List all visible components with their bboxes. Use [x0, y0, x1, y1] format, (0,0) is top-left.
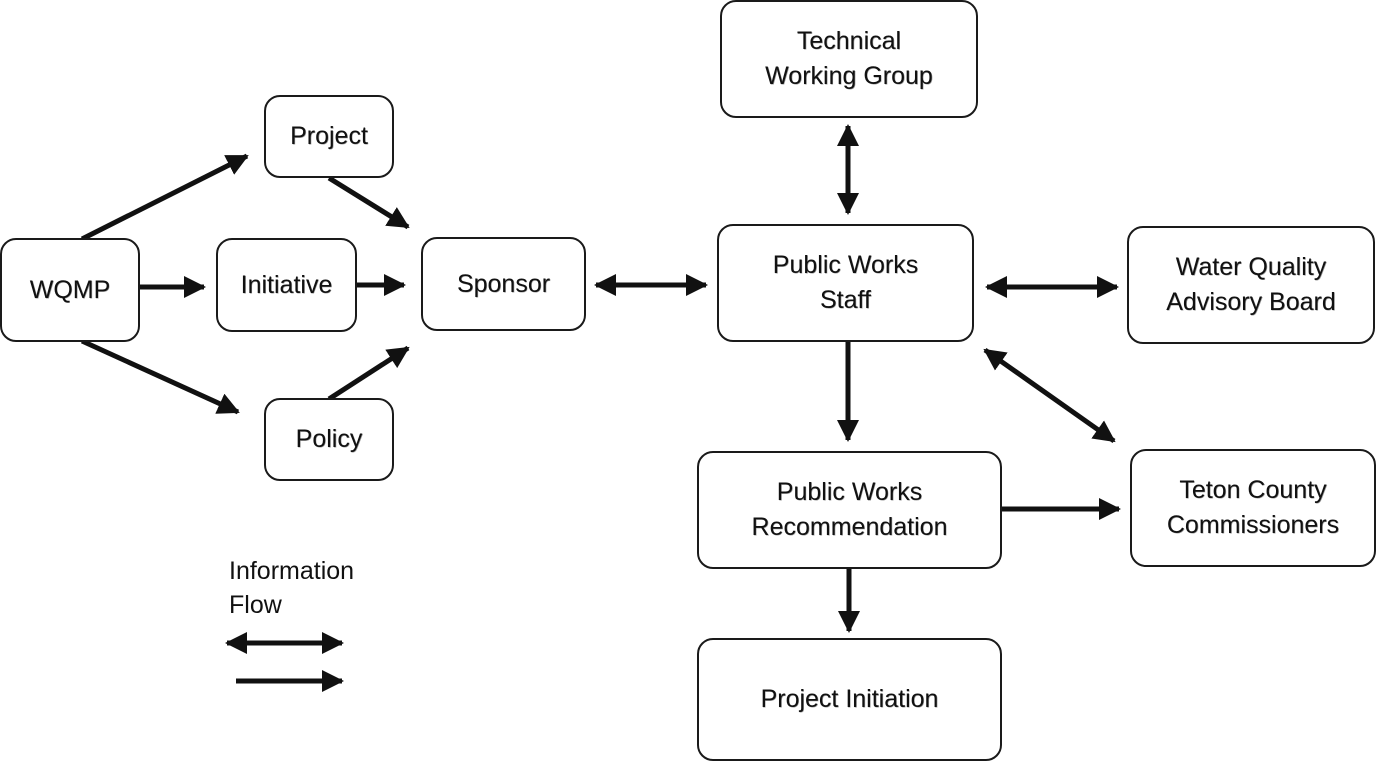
node-public-works-staff: Public Works Staff — [717, 224, 974, 342]
node-technical-working-group-label: Technical Working Group — [765, 27, 933, 90]
node-project-label: Project — [290, 122, 368, 150]
node-project-initiation-label: Project Initiation — [760, 685, 939, 713]
node-water-quality-advisory-board: Water Quality Advisory Board — [1127, 226, 1375, 344]
arrow-project-to-sponsor — [327, 175, 410, 230]
node-project-initiation: Project Initiation — [697, 638, 1002, 761]
node-initiative-label: Initiative — [240, 270, 333, 299]
node-public-works-recommendation-label: Public Works Recommendation — [751, 478, 948, 541]
node-water-quality-advisory-board-label: Water Quality Advisory Board — [1166, 253, 1336, 316]
node-wqmp-label: WQMP — [29, 275, 111, 304]
arrow-wqmp-to-policy — [80, 338, 240, 415]
node-public-works-recommendation: Public Works Recommendation — [697, 451, 1002, 569]
node-project: Project — [264, 95, 394, 178]
node-technical-working-group: Technical Working Group — [720, 0, 978, 118]
node-policy-label: Policy — [295, 425, 363, 453]
node-teton-county-commissioners: Teton County Commissioners — [1130, 449, 1376, 567]
node-policy: Policy — [264, 398, 394, 481]
legend-title: Information Flow — [229, 557, 355, 619]
arrow-policy-to-sponsor — [327, 345, 410, 402]
arrow-public-works-staff-teton-county-commissioners — [983, 347, 1116, 444]
node-public-works-staff-label: Public Works Staff — [772, 251, 919, 314]
node-teton-county-commissioners-label: Teton County Commissioners — [1166, 476, 1340, 539]
arrow-wqmp-to-project — [80, 153, 249, 242]
node-initiative: Initiative — [216, 238, 357, 332]
node-sponsor-label: Sponsor — [456, 269, 551, 298]
node-sponsor: Sponsor — [421, 237, 586, 331]
node-wqmp: WQMP — [0, 238, 140, 342]
